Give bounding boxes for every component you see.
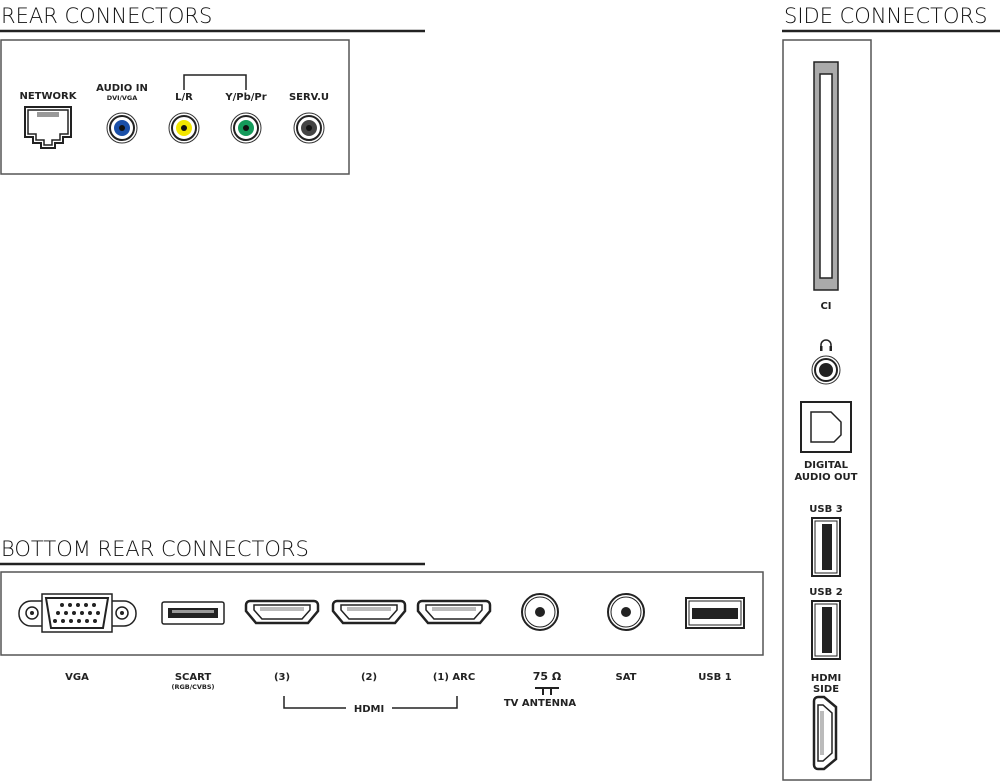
hdmi3-label: (3) xyxy=(274,672,290,683)
usb1-port-icon xyxy=(685,597,745,629)
digital-audio-label-1: DIGITAL xyxy=(804,460,849,471)
headphone-jack-icon xyxy=(811,355,841,385)
sat-label: SAT xyxy=(616,672,637,683)
usb2-port-icon xyxy=(811,600,841,660)
usb1-label: USB 1 xyxy=(698,672,731,683)
antenna-impedance-label: 75 Ω xyxy=(533,670,562,683)
ypbpr-label: Y/Pb/Pr xyxy=(224,92,266,103)
hdmi-group-bracket xyxy=(283,696,458,709)
usb3-port-icon xyxy=(811,517,841,577)
audio-in-label: AUDIO IN xyxy=(96,83,148,94)
audio-in-jack-icon xyxy=(106,112,138,144)
hdmi1-arc-port-icon xyxy=(416,599,492,625)
network-label: NETWORK xyxy=(19,91,77,102)
usb3-label: USB 3 xyxy=(809,504,842,515)
ci-label: CI xyxy=(820,301,831,312)
optical-port-icon xyxy=(800,401,852,453)
scart-label: SCART xyxy=(175,672,212,683)
hdmi2-port-icon xyxy=(331,599,407,625)
bottom-rear-connectors-heading: BOTTOM REAR CONNECTORS xyxy=(1,537,309,561)
rear-connectors-heading: REAR CONNECTORS xyxy=(1,4,212,28)
hdmi-side-label-2: SIDE xyxy=(813,684,839,695)
analog-group-bracket xyxy=(183,74,247,90)
ci-slot-icon xyxy=(813,61,839,291)
network-port-icon xyxy=(24,106,72,149)
lr-label: L/R xyxy=(175,92,193,103)
hdmi-side-port-icon xyxy=(812,695,838,771)
scart-port-icon xyxy=(161,601,225,625)
servu-label: SERV.U xyxy=(289,92,329,103)
hdmi2-label: (2) xyxy=(361,672,377,683)
vga-label: VGA xyxy=(65,672,89,683)
headphone-icon xyxy=(820,339,832,351)
sat-port-icon xyxy=(607,593,645,631)
tv-antenna-port-icon xyxy=(521,593,559,631)
hdmi1-arc-label: (1) ARC xyxy=(433,672,475,683)
servu-jack-icon xyxy=(293,112,325,144)
audio-in-sublabel: DVI/VGA xyxy=(107,94,138,102)
vga-port-icon xyxy=(18,593,137,633)
usb2-label: USB 2 xyxy=(809,587,842,598)
hdmi-group-label: HDMI xyxy=(354,704,384,715)
tv-antenna-label: TV ANTENNA xyxy=(504,698,577,709)
hdmi3-port-icon xyxy=(244,599,320,625)
hdmi-side-label-1: HDMI xyxy=(811,673,841,684)
antenna-symbol-icon xyxy=(535,687,559,695)
scart-sublabel: (RGB/CVBS) xyxy=(171,683,214,691)
lr-jack-icon xyxy=(168,112,200,144)
digital-audio-label-2: AUDIO OUT xyxy=(795,472,858,483)
ypbpr-jack-icon xyxy=(230,112,262,144)
side-connectors-heading: SIDE CONNECTORS xyxy=(784,4,987,28)
